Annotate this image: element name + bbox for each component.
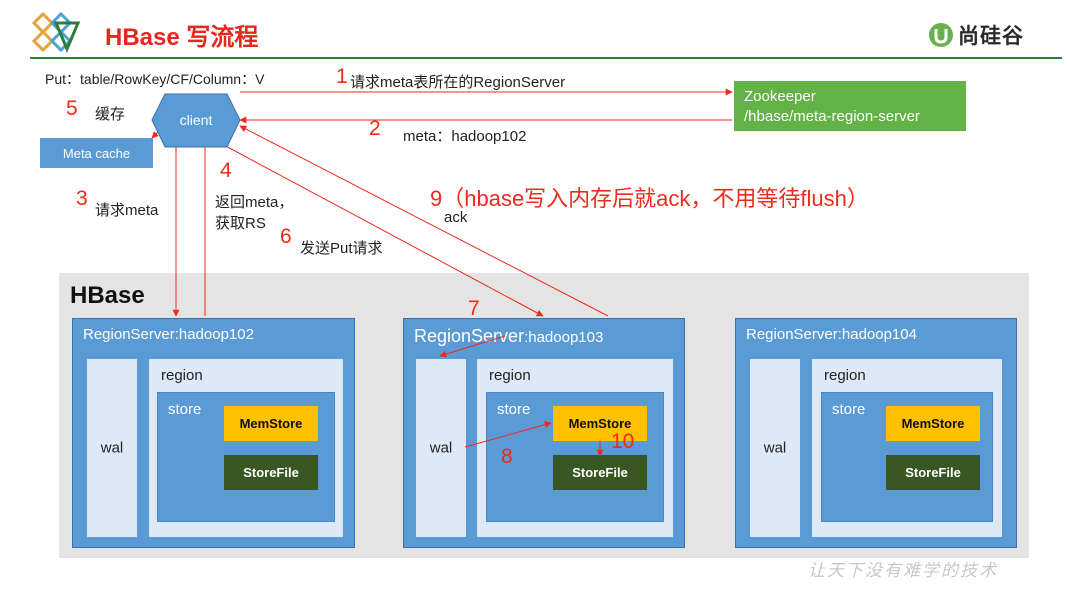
arrow-step9 (239, 125, 609, 317)
regionserver-hadoop103: RegionServer:hadoop103 wal region store … (403, 318, 685, 548)
step4-number: 4 (220, 159, 232, 182)
regionserver-title: RegionServer:hadoop102 (83, 326, 254, 343)
wal-label: wal (100, 439, 124, 457)
wal-label: wal (429, 439, 453, 457)
store-label: store (497, 401, 531, 418)
wal-block: wal (416, 359, 466, 537)
storefile-block: StoreFile (224, 455, 318, 490)
store-label: store (832, 401, 866, 418)
client-label: client (179, 112, 213, 128)
region-block: region store MemStore StoreFile (812, 359, 1002, 537)
store-block: store MemStore StoreFile (486, 392, 664, 522)
page-title: HBase 写流程 (105, 24, 259, 51)
wal-label: wal (763, 439, 787, 457)
step2-label: meta：hadoop102 (403, 128, 527, 145)
regionserver-hadoop102: RegionServer:hadoop102 wal region store … (72, 318, 355, 548)
step5-label: 缓存 (95, 106, 126, 123)
zookeeper-path: /hbase/meta-region-server (744, 108, 920, 125)
logo-icon (31, 11, 81, 53)
step2-number: 2 (369, 117, 381, 140)
step9-ack-label: ack (444, 209, 468, 226)
step5-number: 5 (66, 97, 78, 120)
store-block: store MemStore StoreFile (821, 392, 993, 522)
footer-slogan: 让天下没有难学的技术 (808, 561, 998, 581)
memstore-block: MemStore (224, 406, 318, 441)
step1-number: 1 (336, 65, 348, 88)
client-node (151, 93, 241, 148)
region-label: region (161, 367, 203, 384)
store-label: store (168, 401, 202, 418)
brand-logo: 尚硅谷 (928, 20, 1024, 50)
zookeeper-name: Zookeeper (744, 88, 816, 105)
step6-label: 发送Put请求 (300, 240, 383, 257)
storefile-block: StoreFile (553, 455, 647, 490)
meta-cache-node: Meta cache (40, 138, 153, 168)
brand-name: 尚硅谷 (958, 25, 1024, 48)
step1-label: 请求meta表所在的RegionServer (350, 74, 566, 91)
put-note: Put：table/RowKey/CF/Column：V (45, 71, 265, 87)
memstore-block: MemStore (886, 406, 980, 441)
step7-number: 7 (468, 297, 480, 320)
hbase-cluster-label: HBase (70, 282, 145, 309)
storefile-block: StoreFile (886, 455, 980, 490)
header-divider (30, 57, 1062, 59)
store-block: store MemStore StoreFile (157, 392, 335, 522)
arrow-step7 (439, 335, 506, 358)
step10-number: 10 (611, 430, 635, 453)
region-label: region (489, 367, 531, 384)
memstore-block: MemStore (553, 406, 647, 441)
brand-mark-icon (929, 23, 953, 47)
arrow-step6 (221, 143, 544, 317)
zookeeper-node: Zookeeper /hbase/meta-region-server (734, 81, 966, 131)
regionserver-hadoop104: RegionServer:hadoop104 wal region store … (735, 318, 1017, 548)
region-block: region store MemStore StoreFile (477, 359, 673, 537)
arrow-step8 (464, 421, 552, 448)
step6-number: 6 (280, 225, 292, 248)
regionserver-title: RegionServer:hadoop104 (746, 326, 917, 343)
wal-block: wal (87, 359, 137, 537)
step3-label: 请求meta (95, 202, 159, 219)
regionserver-title: RegionServer:hadoop103 (414, 326, 604, 346)
step3-number: 3 (76, 187, 88, 210)
step4-label-line2: 获取RS (215, 215, 266, 232)
step9-label: 9（hbase写入内存后就ack，不用等待flush） (430, 186, 869, 211)
step8-number: 8 (501, 445, 513, 468)
region-label: region (824, 367, 866, 384)
wal-block: wal (750, 359, 800, 537)
region-block: region store MemStore StoreFile (149, 359, 343, 537)
step4-label-line1: 返回meta， (215, 194, 294, 211)
